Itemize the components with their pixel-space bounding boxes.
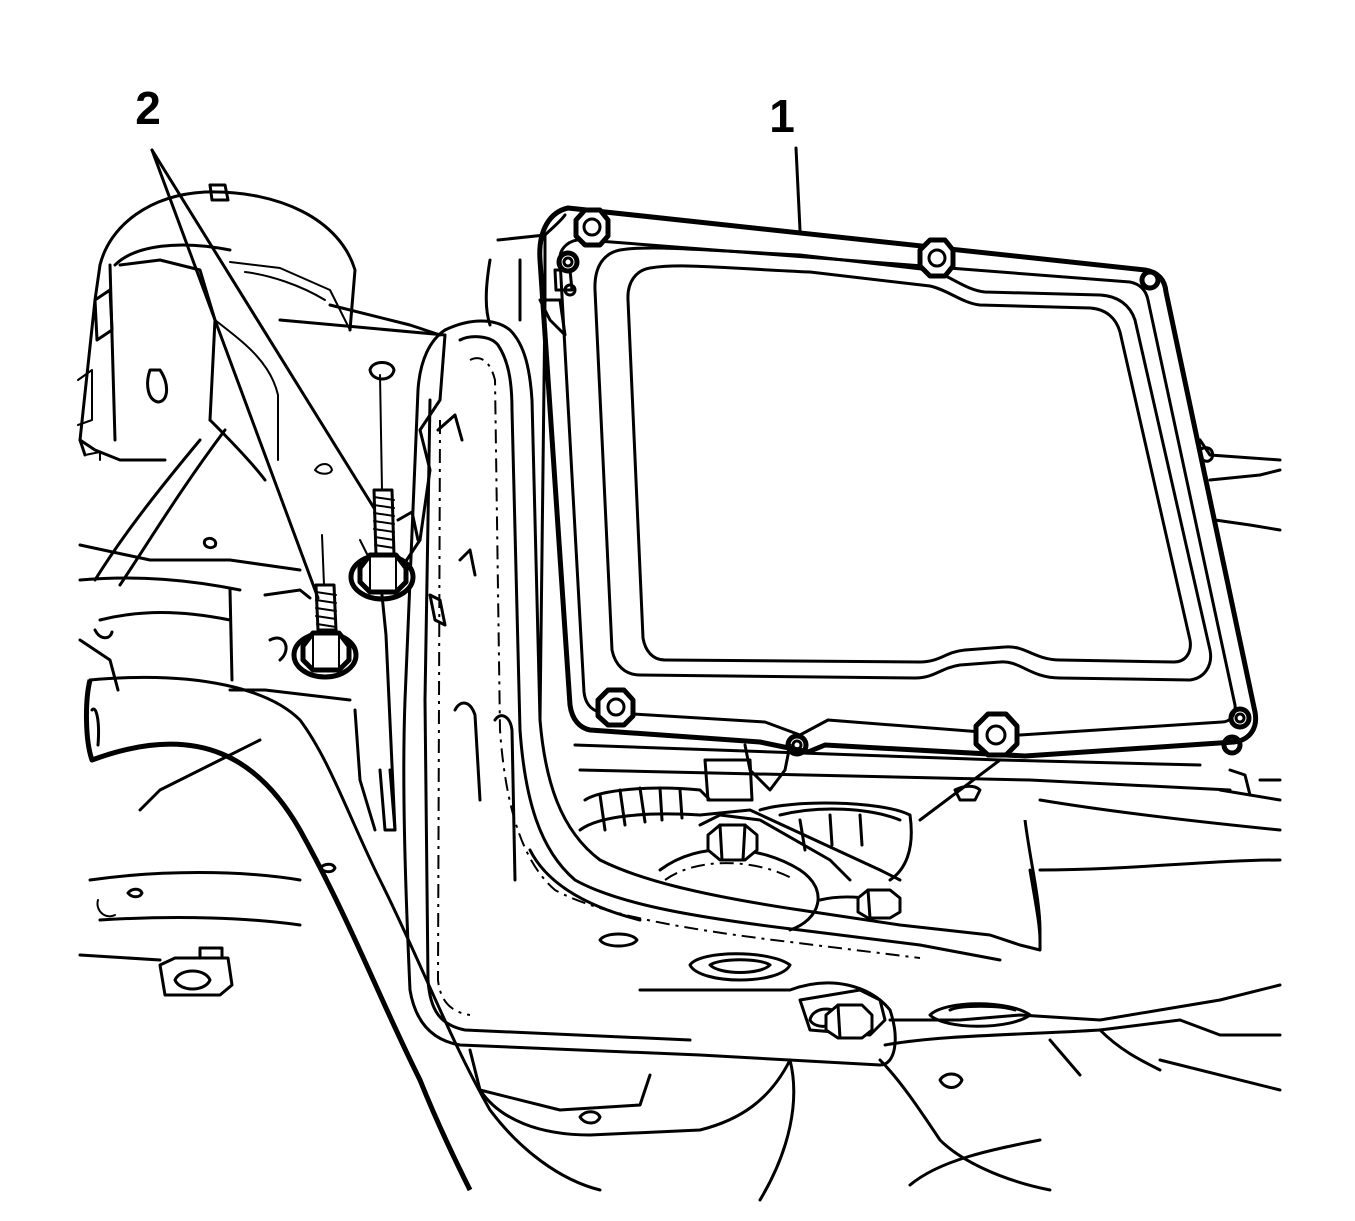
module-stud-3 <box>785 733 809 757</box>
cross-member <box>468 932 1282 1202</box>
module-stud-1 <box>556 250 580 274</box>
nut-center <box>856 888 902 920</box>
leader-lines <box>150 146 802 600</box>
bolt-lower <box>291 534 359 680</box>
nut-left <box>706 823 759 862</box>
module-bolt-4 <box>973 711 1020 758</box>
subframe-member <box>78 675 602 1192</box>
leader-line-2a <box>150 148 320 600</box>
module-stud-5 <box>1221 734 1243 756</box>
control-module <box>484 205 1259 822</box>
leader-line-2b <box>150 148 376 510</box>
leader-line-1 <box>794 146 802 232</box>
callout-label-1: 1 <box>769 90 795 142</box>
motor-housing <box>77 183 357 462</box>
module-bolt-1 <box>573 207 611 248</box>
bracket-nuts <box>706 823 902 1040</box>
bolt-upper <box>348 374 416 832</box>
callout-label-2: 2 <box>135 82 161 134</box>
pump-assembly <box>578 758 913 932</box>
module-bolt-3 <box>595 687 636 728</box>
module-stud-2 <box>1139 269 1161 291</box>
right-frame-rails <box>1028 438 1282 942</box>
module-bolt-2 <box>917 237 956 279</box>
module-stud-4 <box>1228 706 1252 730</box>
bolts <box>291 374 416 832</box>
nut-bottom <box>824 1003 874 1040</box>
